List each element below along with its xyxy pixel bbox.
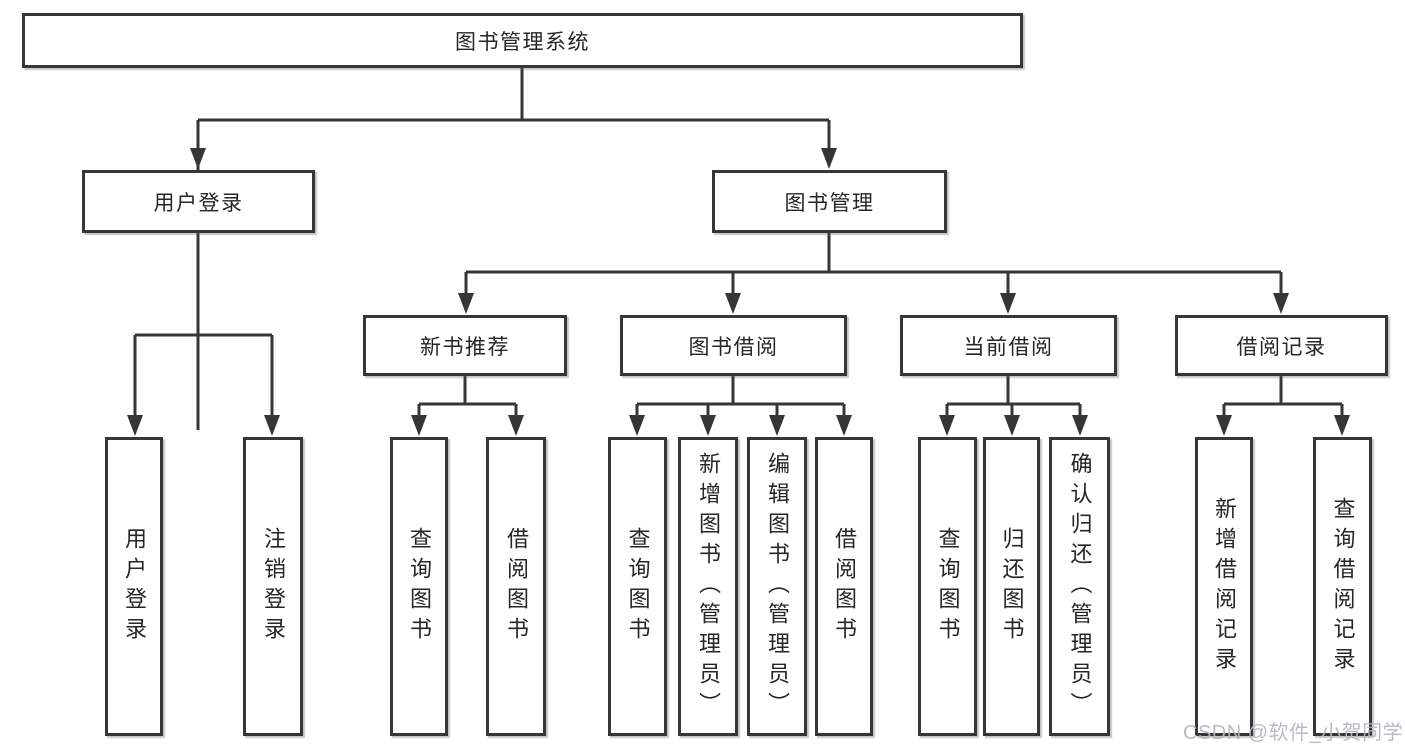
leaf-add-borrow-record-label: 新增借阅记录: [1212, 496, 1237, 677]
node-root-label: 图书管理系统: [455, 30, 590, 54]
node-user-login-label: 用户登录: [153, 191, 244, 215]
node-book-borrowing-label: 图书借阅: [688, 335, 779, 359]
leaf-add-borrow-record: 新增借阅记录: [1195, 437, 1253, 736]
leaf-confirm-return-admin: 确认归还（管理员）: [1049, 437, 1110, 736]
leaf-logout: 注销登录: [243, 437, 303, 736]
leaf-borrow-books: 借阅图书: [815, 437, 873, 736]
leaf-user-login-label: 用户登录: [122, 526, 147, 647]
leaf-query-borrow-record: 查询借阅记录: [1313, 437, 1372, 736]
leaf-user-login: 用户登录: [105, 437, 163, 736]
leaf-add-books-admin-label: 新增图书（管理员）: [696, 451, 721, 722]
leaf-borrow-books-label: 借阅图书: [832, 526, 857, 647]
node-current-borrowing-label: 当前借阅: [963, 335, 1054, 359]
watermark: CSDN @软件_小贺同学: [1183, 722, 1404, 744]
node-borrowing-records-label: 借阅记录: [1236, 335, 1327, 359]
node-new-book-recommend-label: 新书推荐: [420, 335, 510, 359]
node-book-borrowing: 图书借阅: [620, 315, 847, 376]
node-book-management: 图书管理: [712, 170, 947, 233]
node-book-management-label: 图书管理: [784, 191, 875, 215]
leaf-query-books-recommend-label: 查询图书: [407, 526, 432, 647]
node-borrowing-records: 借阅记录: [1175, 315, 1388, 376]
node-current-borrowing: 当前借阅: [900, 315, 1117, 376]
leaf-return-books: 归还图书: [983, 437, 1040, 736]
leaf-borrow-books-recommend: 借阅图书: [486, 437, 546, 736]
leaf-query-books-current: 查询图书: [918, 437, 977, 736]
leaf-confirm-return-admin-label: 确认归还（管理员）: [1067, 451, 1093, 722]
leaf-query-books-borrow-label: 查询图书: [625, 526, 651, 647]
node-new-book-recommend: 新书推荐: [363, 315, 567, 376]
leaf-query-books-current-label: 查询图书: [935, 526, 961, 647]
leaf-logout-label: 注销登录: [261, 526, 286, 647]
leaf-query-books-borrow: 查询图书: [608, 437, 667, 736]
leaf-query-borrow-record-label: 查询借阅记录: [1330, 496, 1356, 677]
leaf-borrow-books-recommend-label: 借阅图书: [504, 526, 529, 647]
node-user-login: 用户登录: [82, 170, 315, 233]
leaf-add-books-admin: 新增图书（管理员）: [678, 437, 738, 736]
node-root: 图书管理系统: [22, 13, 1023, 68]
leaf-query-books-recommend: 查询图书: [390, 437, 448, 736]
leaf-edit-books-admin: 编辑图书（管理员）: [747, 437, 807, 736]
leaf-edit-books-admin-label: 编辑图书（管理员）: [765, 451, 790, 722]
leaf-return-books-label: 归还图书: [999, 526, 1025, 647]
